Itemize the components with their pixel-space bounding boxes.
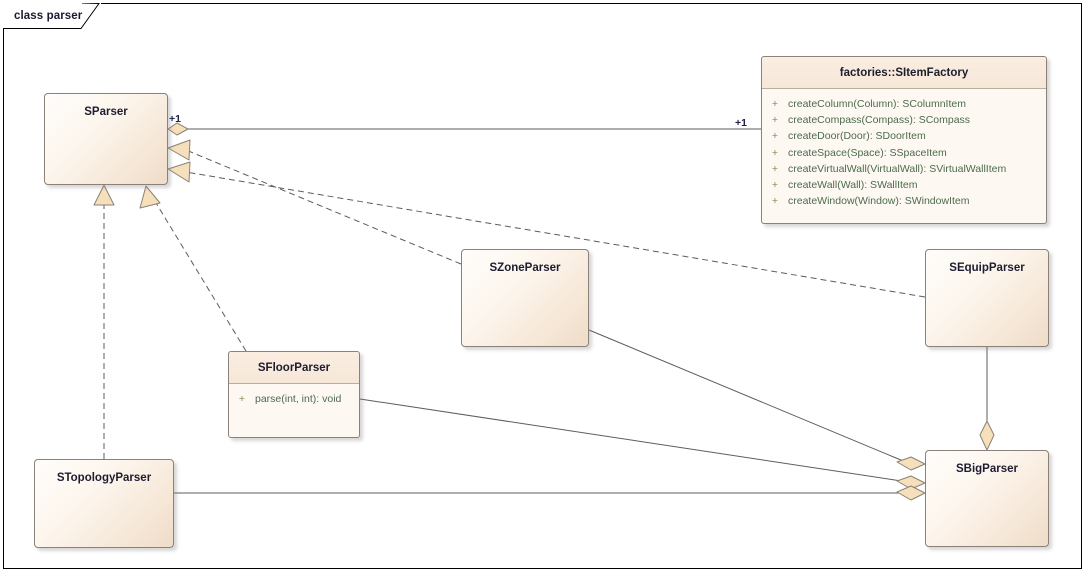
visibility-marker: + bbox=[771, 146, 779, 159]
class-header-sfloorparser: SFloorParser bbox=[229, 352, 359, 384]
class-node-sitemfactory[interactable]: factories::SItemFactory + createColumn(Co… bbox=[761, 56, 1047, 224]
operation-signature: createWall(Wall): SWallItem bbox=[788, 179, 918, 192]
operation-signature: createVirtualWall(VirtualWall): SVirtual… bbox=[788, 162, 1007, 175]
class-title-sbigparser: SBigParser bbox=[955, 463, 1018, 475]
multiplicity-sparser: +1 bbox=[169, 113, 181, 125]
frame-tab: class parser bbox=[3, 3, 101, 29]
class-title-sfloorparser: SFloorParser bbox=[257, 361, 331, 374]
visibility-marker: + bbox=[771, 162, 779, 175]
operation-row[interactable]: + createColumn(Column): SColumnItem bbox=[762, 96, 1046, 112]
operation-row[interactable]: + createWindow(Window): SWindowItem bbox=[762, 193, 1046, 209]
visibility-marker: + bbox=[771, 195, 779, 208]
operation-row[interactable]: + createSpace(Space): SSpaceItem bbox=[762, 145, 1046, 161]
operation-row[interactable]: + parse(int, int): void bbox=[229, 391, 359, 407]
operation-row[interactable]: + createCompass(Compass): SCompass bbox=[762, 112, 1046, 128]
operations-list-sfloorparser: + parse(int, int): void bbox=[229, 384, 359, 415]
class-title-sequipparser: SEquipParser bbox=[949, 262, 1025, 274]
operation-row[interactable]: + createWall(Wall): SWallItem bbox=[762, 177, 1046, 193]
operation-signature: createDoor(Door): SDoorItem bbox=[788, 130, 926, 143]
class-header-sitemfactory: factories::SItemFactory bbox=[762, 57, 1046, 89]
visibility-marker: + bbox=[771, 179, 779, 192]
visibility-marker: + bbox=[771, 98, 779, 110]
class-node-sbigparser[interactable]: SBigParser bbox=[925, 450, 1049, 547]
operation-signature: createCompass(Compass): SCompass bbox=[788, 114, 971, 127]
class-node-stopologyparser[interactable]: STopologyParser bbox=[34, 459, 174, 548]
operations-list-sitemfactory: + createColumn(Column): SColumnItem + crea… bbox=[762, 89, 1046, 217]
visibility-marker: + bbox=[238, 393, 246, 405]
operation-signature: createColumn(Column): SColumnItem bbox=[788, 98, 966, 110]
class-title-sparser: SParser bbox=[84, 106, 128, 118]
class-title-stopologyparser: STopologyParser bbox=[56, 472, 152, 484]
frame-tab-label: class parser bbox=[14, 10, 83, 22]
class-node-szoneparser[interactable]: SZoneParser bbox=[461, 249, 589, 347]
class-title-sitemfactory: factories::SItemFactory bbox=[839, 66, 969, 79]
diagram-frame bbox=[3, 3, 1082, 569]
operation-signature: createWindow(Window): SWindowItem bbox=[788, 195, 970, 208]
operation-signature: createSpace(Space): SSpaceItem bbox=[788, 146, 947, 159]
class-title-szoneparser: SZoneParser bbox=[489, 262, 561, 274]
class-node-sparser[interactable]: SParser bbox=[44, 93, 168, 185]
operation-row[interactable]: + createVirtualWall(VirtualWall): SVirtua… bbox=[762, 161, 1046, 177]
class-node-sfloorparser[interactable]: SFloorParser + parse(int, int): void bbox=[228, 351, 360, 438]
class-node-sequipparser[interactable]: SEquipParser bbox=[925, 249, 1049, 347]
visibility-marker: + bbox=[771, 114, 779, 127]
operation-signature: parse(int, int): void bbox=[255, 393, 342, 405]
visibility-marker: + bbox=[771, 130, 779, 143]
operation-row[interactable]: + createDoor(Door): SDoorItem bbox=[762, 128, 1046, 144]
multiplicity-factory: +1 bbox=[735, 117, 747, 129]
